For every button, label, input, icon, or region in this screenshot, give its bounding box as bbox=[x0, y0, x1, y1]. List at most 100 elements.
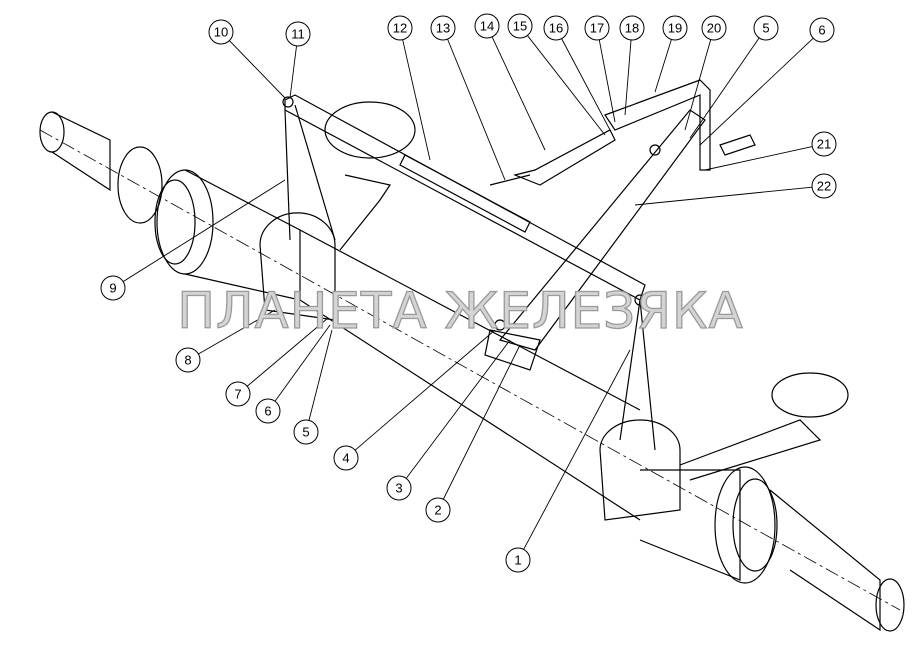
callout-label: 6 bbox=[818, 23, 825, 38]
callout-label: 14 bbox=[480, 19, 494, 34]
callout-7: 7 bbox=[225, 317, 329, 407]
callout-circle bbox=[753, 15, 779, 41]
callout-label: 9 bbox=[109, 281, 116, 296]
callout-label: 21 bbox=[817, 137, 831, 152]
callout-15: 15 bbox=[507, 13, 606, 136]
right-bracket bbox=[679, 419, 822, 481]
callout-label: 13 bbox=[436, 21, 450, 36]
leader-line bbox=[527, 35, 606, 136]
leader-line bbox=[654, 39, 672, 93]
leader-line bbox=[405, 339, 511, 479]
callout-circle bbox=[100, 275, 126, 301]
bolt-top bbox=[649, 144, 661, 156]
cross-bar bbox=[284, 94, 646, 301]
callout-circle bbox=[285, 21, 311, 47]
bolt-right bbox=[634, 294, 646, 306]
callout-21: 21 bbox=[704, 131, 837, 171]
callout-13: 13 bbox=[430, 15, 506, 181]
right-chamber bbox=[771, 372, 849, 418]
callout-3: 3 bbox=[386, 339, 511, 501]
callout-circle bbox=[543, 15, 569, 41]
callout-circle bbox=[293, 419, 319, 445]
callout-17: 17 bbox=[584, 15, 616, 123]
callout-label: 8 bbox=[184, 353, 191, 368]
bar-plate bbox=[399, 154, 531, 233]
callout-label: 18 bbox=[625, 21, 639, 36]
leader-line bbox=[198, 309, 276, 355]
leader-line bbox=[561, 38, 611, 131]
callout-label: 15 bbox=[513, 19, 527, 34]
callout-circle bbox=[255, 398, 281, 424]
left-bracket bbox=[339, 174, 391, 251]
callout-circle bbox=[225, 381, 251, 407]
leader-line bbox=[699, 37, 814, 146]
leader-line bbox=[229, 40, 286, 99]
callout-label: 22 bbox=[817, 179, 831, 194]
callout-circle bbox=[811, 173, 837, 199]
callout-5: 5 bbox=[293, 329, 333, 445]
axle-tube bbox=[299, 229, 641, 521]
leader-line bbox=[689, 37, 760, 139]
callout-label: 17 bbox=[590, 21, 604, 36]
left-axle-end bbox=[39, 111, 301, 301]
right-clamp bbox=[599, 419, 681, 521]
callout-11: 11 bbox=[285, 21, 311, 99]
leader-line bbox=[354, 329, 496, 451]
callout-14: 14 bbox=[474, 13, 546, 151]
callout-12: 12 bbox=[387, 15, 431, 161]
callout-circle bbox=[505, 547, 531, 573]
assembly-parts bbox=[39, 79, 905, 632]
callout-20: 20 bbox=[684, 15, 727, 131]
leader-line bbox=[447, 38, 506, 181]
callout-circle bbox=[619, 15, 645, 41]
left-chamber bbox=[324, 101, 416, 159]
callout-19: 19 bbox=[654, 15, 688, 93]
leader-line bbox=[704, 146, 813, 171]
callout-label: 12 bbox=[393, 21, 407, 36]
callout-circle bbox=[430, 15, 456, 41]
leader-line bbox=[122, 179, 286, 282]
callout-label: 5 bbox=[302, 425, 309, 440]
callout-6: 6 bbox=[255, 324, 331, 424]
bolt-rod bbox=[494, 319, 506, 331]
callout-10: 10 bbox=[208, 19, 286, 99]
callout-label: 6 bbox=[264, 404, 271, 419]
right-axle-end bbox=[639, 466, 905, 632]
leader-line bbox=[624, 39, 632, 116]
callout-circle bbox=[425, 497, 451, 523]
axle-centerline bbox=[39, 129, 901, 611]
callout-4: 4 bbox=[333, 329, 496, 471]
callout-circle bbox=[333, 445, 359, 471]
callout-circle bbox=[811, 131, 837, 157]
rod-mount bbox=[484, 329, 541, 371]
leader-line bbox=[491, 36, 546, 151]
left-strap bbox=[284, 104, 336, 241]
callout-label: 4 bbox=[342, 451, 349, 466]
callout-16: 16 bbox=[543, 15, 611, 131]
callout-circle bbox=[507, 13, 533, 39]
turnbuckle bbox=[513, 129, 616, 186]
callout-circle bbox=[175, 347, 201, 373]
callout-label: 16 bbox=[549, 21, 563, 36]
right-strap bbox=[619, 299, 656, 451]
callout-circle bbox=[701, 15, 727, 41]
callout-circle bbox=[809, 17, 835, 43]
callout-label: 2 bbox=[434, 503, 441, 518]
bolt-left bbox=[282, 96, 294, 108]
callout-label: 1 bbox=[514, 553, 521, 568]
upper-arm bbox=[604, 79, 711, 171]
callout-2: 2 bbox=[425, 344, 521, 523]
callout-9: 9 bbox=[100, 179, 286, 301]
leader-line bbox=[274, 324, 331, 402]
callout-label: 10 bbox=[214, 25, 228, 40]
callout-5: 5 bbox=[689, 15, 779, 139]
callout-circle bbox=[386, 475, 412, 501]
callout-circle bbox=[387, 15, 413, 41]
callout-18: 18 bbox=[619, 15, 645, 116]
leader-line bbox=[523, 349, 631, 550]
leader-line bbox=[246, 317, 329, 387]
leader-line bbox=[402, 39, 431, 161]
